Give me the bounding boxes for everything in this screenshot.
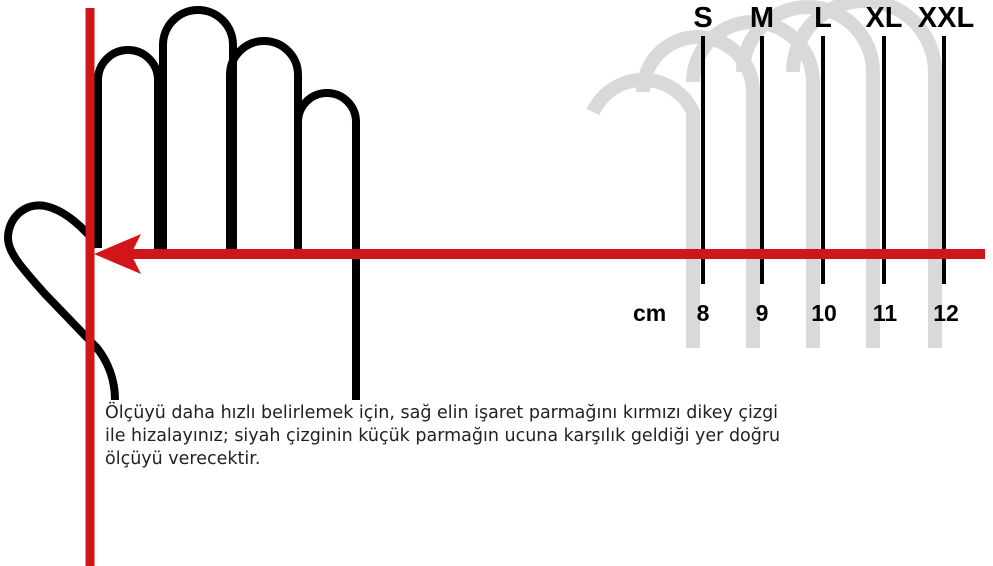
size-label-xl: XL <box>865 2 903 34</box>
hand-fingers <box>94 6 360 400</box>
hand-thumb <box>4 201 119 401</box>
caption-line: ölçüyü verecektir. <box>105 449 261 469</box>
size-label-xxl: XXL <box>917 2 975 34</box>
size-label-m: M <box>749 2 775 34</box>
size-label-s: S <box>693 2 713 34</box>
caption-line: Ölçüyü daha hızlı belirlemek için, sağ e… <box>105 403 779 423</box>
finger-arc-xxl <box>786 0 942 348</box>
cm-value-11: 11 <box>872 300 898 326</box>
finger-arc-xl <box>736 0 880 348</box>
size-label-l: L <box>814 2 832 34</box>
cm-value-9: 9 <box>755 300 769 326</box>
instruction-caption: Ölçüyü daha hızlı belirlemek için, sağ e… <box>105 402 965 471</box>
hand-outline <box>4 6 360 401</box>
cm-value-12: 12 <box>933 300 959 326</box>
scale-lines <box>701 36 946 284</box>
caption-line: ile hizalayınız; siyah çizginin küçük pa… <box>105 426 781 446</box>
red-guides <box>85 8 985 566</box>
cm-value-10: 10 <box>811 300 837 326</box>
red-arrow-head <box>94 234 141 274</box>
cm-value-8: 8 <box>696 300 710 326</box>
finger-arcs <box>586 0 942 348</box>
unit-label: cm <box>633 300 667 326</box>
